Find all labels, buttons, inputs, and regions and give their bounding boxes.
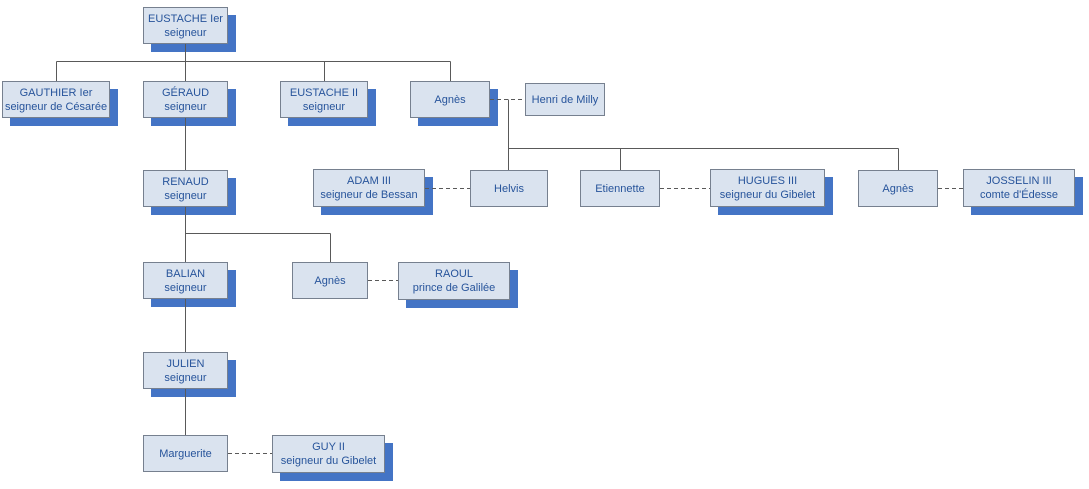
tree-node-geraud: GÉRAUD seigneur — [143, 81, 228, 118]
node-name: Henri de Milly — [531, 93, 599, 106]
tree-node-adam-3: ADAM III seigneur de Bessan — [313, 169, 425, 207]
node-title: seigneur — [164, 281, 207, 294]
node-name: HUGUES III — [737, 175, 798, 187]
node-title: seigneur de Césarée — [4, 100, 108, 113]
node-title: seigneur — [164, 189, 207, 202]
node-title: seigneur du Gibelet — [719, 189, 816, 201]
node-name: GAUTHIER Ier — [19, 86, 93, 99]
node-name: Helvis — [494, 182, 524, 195]
node-title: comte d'Édesse — [980, 189, 1058, 201]
tree-node-renaud: RENAUD seigneur — [143, 170, 228, 207]
tree-node-henri-de-milly: Henri de Milly — [525, 83, 605, 116]
node-name: RAOUL — [435, 268, 473, 280]
tree-node-hugues-3: HUGUES III seigneur du Gibelet — [710, 169, 825, 207]
tree-node-agnes-milly: Agnès — [410, 81, 490, 118]
tree-node-gauthier-1er: GAUTHIER Ier seigneur de Césarée — [2, 81, 110, 118]
tree-node-agnes-galilee: Agnès — [292, 262, 368, 299]
node-name: EUSTACHE II — [289, 86, 359, 99]
node-name: EUSTACHE Ier — [148, 12, 223, 25]
tree-node-balian: BALIAN seigneur — [143, 262, 228, 299]
tree-node-agnes-edesse: Agnès — [858, 170, 938, 207]
node-name: ADAM III — [346, 175, 391, 187]
node-name: GÉRAUD — [161, 86, 210, 99]
tree-node-etiennette: Etiennette — [580, 170, 660, 207]
node-name: JOSSELIN III — [986, 175, 1052, 187]
node-name: BALIAN — [165, 267, 206, 280]
tree-node-julien: JULIEN seigneur — [143, 352, 228, 389]
node-title: seigneur du Gibelet — [280, 455, 377, 467]
tree-node-marguerite: Marguerite — [143, 435, 228, 472]
descent-lines-renaud — [185, 207, 331, 262]
node-name: JULIEN — [166, 357, 205, 370]
node-name: Agnès — [882, 182, 914, 195]
node-title: seigneur — [164, 26, 207, 39]
tree-node-eustache-2: EUSTACHE II seigneur — [280, 81, 368, 118]
node-name: GUY II — [312, 441, 345, 453]
tree-node-eustache-1er: EUSTACHE Ier seigneur — [143, 7, 228, 44]
tree-node-helvis: Helvis — [470, 170, 548, 207]
node-name: RENAUD — [162, 175, 209, 188]
node-title: seigneur — [164, 100, 207, 113]
node-name: Marguerite — [159, 447, 212, 460]
descent-lines-eustache-1er — [56, 44, 451, 81]
node-name: Agnès — [314, 274, 346, 287]
node-title: seigneur de Bessan — [320, 189, 418, 201]
tree-node-raoul: RAOUL prince de Galilée — [398, 262, 510, 300]
node-title: seigneur — [164, 371, 207, 384]
node-name: Agnès — [434, 93, 466, 106]
tree-node-guy-2: GUY II seigneur du Gibelet — [272, 435, 385, 473]
node-title: seigneur — [302, 100, 346, 113]
node-title: prince de Galilée — [412, 282, 496, 294]
node-name: Etiennette — [595, 182, 645, 195]
tree-node-josselin-3: JOSSELIN III comte d'Édesse — [963, 169, 1075, 207]
